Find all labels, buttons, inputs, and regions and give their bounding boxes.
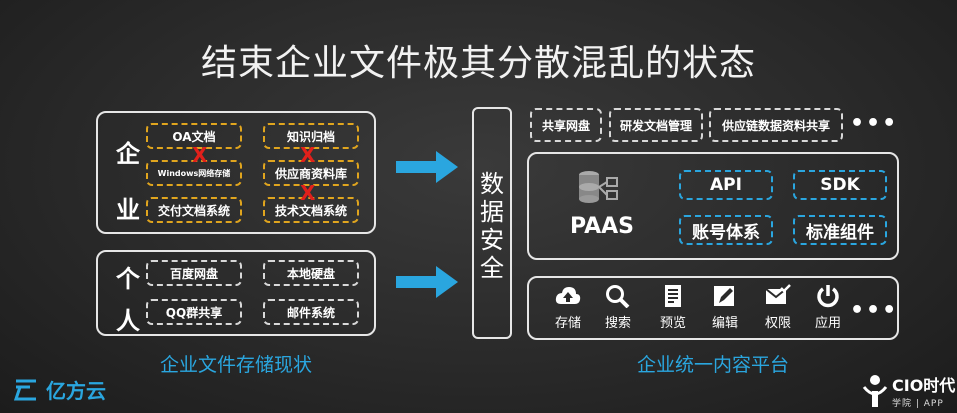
mail-system-box: 邮件系统 <box>263 299 359 325</box>
delivery-docs-box: 交付文档系统 <box>146 197 242 223</box>
x-mark-1: X <box>192 143 208 167</box>
right-logo: CIO时代 学院 | APP <box>860 372 955 409</box>
arrow-right-icon-bottom <box>396 266 458 298</box>
x-mark-3: X <box>300 181 316 205</box>
cio-logo-icon <box>862 375 888 407</box>
supplier-library-box: 供应商资料库 <box>263 160 359 186</box>
security-char-3: 安 <box>480 226 504 254</box>
paas-label: PAAS <box>570 214 635 239</box>
enterprise-panel <box>96 111 376 234</box>
pen-icon <box>714 286 734 306</box>
right-caption: 企业统一内容平台 <box>636 354 789 376</box>
data-security-panel <box>472 107 512 339</box>
database-icon <box>577 170 621 210</box>
yifangyun-logo-icon <box>13 379 36 400</box>
tool-preview: 预览 <box>651 284 695 331</box>
cloud-upload-icon <box>555 287 581 304</box>
arrow-right-icon-top <box>396 151 458 183</box>
tools-more-dots: ••• <box>850 298 899 323</box>
tools-panel <box>527 276 899 340</box>
windows-network-storage-box: Windows网络存储 <box>146 160 242 186</box>
tool-search: 搜索 <box>596 284 640 331</box>
rd-docs-box: 研发文档管理 <box>609 108 703 142</box>
local-disk-box: 本地硬盘 <box>263 260 359 286</box>
right-brand-sub: 学院 | APP <box>892 399 944 409</box>
tool-edit: 编辑 <box>703 284 747 331</box>
account-system-box: 账号体系 <box>679 215 773 245</box>
right-brand-text: CIO时代 <box>892 376 956 395</box>
tool-application: 应用 <box>806 284 850 331</box>
qq-group-share-box: QQ群共享 <box>146 299 242 325</box>
enterprise-label-2: 业 <box>116 196 140 224</box>
sdk-box: SDK <box>793 170 887 200</box>
left-brand-text: 亿方云 <box>46 379 106 403</box>
personal-label-2: 人 <box>116 307 140 335</box>
personal-panel <box>96 250 376 336</box>
baidu-pan-box: 百度网盘 <box>146 260 242 286</box>
left-caption: 企业文件存储现状 <box>159 354 312 376</box>
supply-chain-share-box: 供应链数据资料共享 <box>709 108 843 142</box>
security-char-1: 数 <box>480 170 504 198</box>
personal-label-1: 个 <box>116 265 140 293</box>
tool-permission: 权限 <box>756 284 800 331</box>
more-dots: ••• <box>850 111 899 136</box>
paas-panel <box>527 152 899 260</box>
envelope-check-icon <box>765 284 791 304</box>
api-box: API <box>679 170 773 200</box>
standard-components-box: 标准组件 <box>793 215 887 245</box>
x-mark-2: X <box>300 143 316 167</box>
document-icon <box>665 285 681 307</box>
security-char-4: 全 <box>480 254 504 282</box>
page-title: 结束企业文件极其分散混乱的状态 <box>200 43 756 84</box>
security-char-2: 据 <box>480 198 504 226</box>
tech-docs-box: 技术文档系统 <box>263 197 359 223</box>
power-icon <box>817 285 839 308</box>
enterprise-label-1: 企 <box>116 140 140 168</box>
tool-storage: 存储 <box>546 284 590 331</box>
knowledge-archive-box: 知识归档 <box>263 123 359 149</box>
shared-pan-box: 共享网盘 <box>530 108 602 142</box>
oa-docs-box: OA文档 <box>146 123 242 149</box>
magnifier-icon <box>606 285 630 308</box>
left-logo: 亿方云 <box>12 375 106 404</box>
